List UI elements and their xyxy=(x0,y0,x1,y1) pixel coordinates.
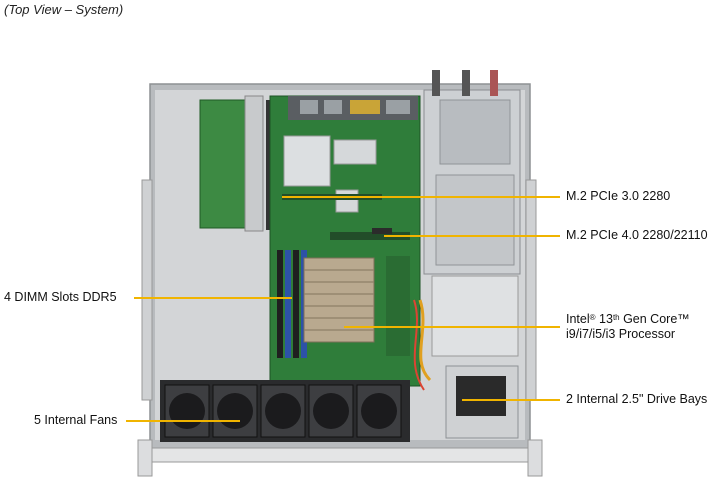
drive-bays xyxy=(445,365,519,439)
cpu-line1: Intel® 13th Gen Core™ xyxy=(566,312,690,326)
callout-fans: 5 Internal Fans xyxy=(34,413,118,427)
callout-drives: 2 Internal 2.5" Drive Bays xyxy=(566,392,708,406)
front-ear-left xyxy=(137,439,153,477)
leader-cpu xyxy=(344,326,560,328)
figure-caption: (Top View – System) xyxy=(4,2,124,17)
callout-cpu: Intel® 13th Gen Core™ i9/i7/i5/i3 Proces… xyxy=(566,312,690,342)
chassis-left-rail xyxy=(141,179,153,401)
front-ear-right xyxy=(527,439,543,477)
leader-dimm xyxy=(134,297,292,299)
power-supply xyxy=(423,70,521,275)
riser-card xyxy=(199,99,249,229)
cable-bracket xyxy=(431,275,519,357)
aux-heatsink xyxy=(333,139,377,165)
front-bezel xyxy=(137,447,543,463)
riser-bracket xyxy=(244,95,264,232)
cpu-heatsink xyxy=(303,257,375,343)
fan-array xyxy=(160,380,410,442)
m2-slot-2 xyxy=(330,232,410,240)
chassis-right-rail xyxy=(525,179,537,401)
chipset-heatsink xyxy=(283,135,331,187)
cpu-line2: i9/i7/i5/i3 Processor xyxy=(566,327,676,341)
leader-m2-pcie4 xyxy=(384,235,560,237)
leader-fans xyxy=(126,420,240,422)
callout-m2-pcie3: M.2 PCIe 3.0 2280 xyxy=(566,189,671,203)
callout-dimm: 4 DIMM Slots DDR5 xyxy=(4,290,117,304)
callout-m2-pcie4: M.2 PCIe 4.0 2280/22110 xyxy=(566,228,708,242)
leader-m2-pcie3 xyxy=(282,196,560,198)
leader-drives xyxy=(462,399,560,401)
